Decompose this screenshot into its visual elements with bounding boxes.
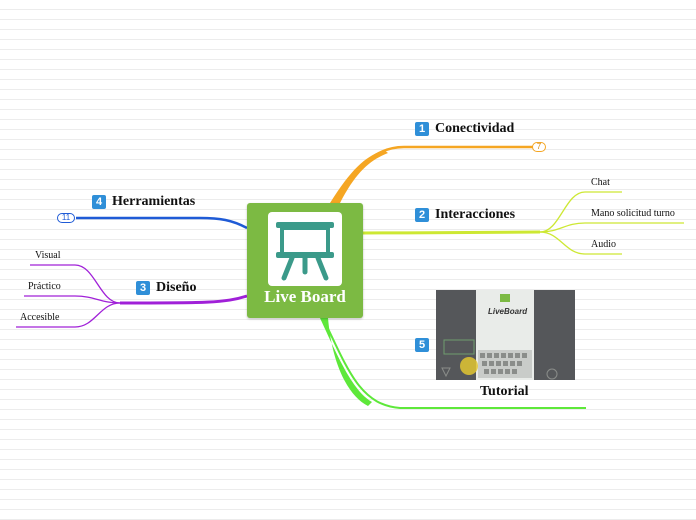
branch-interacciones[interactable]: 2 Interacciones [415, 207, 515, 223]
easel-board-icon [268, 212, 342, 286]
branch-label-tutorial[interactable]: Tutorial [480, 384, 529, 399]
connector-conectividad-tail [330, 150, 388, 203]
branch-number-3: 3 [136, 281, 150, 295]
collapsed-count-badge-herramientas[interactable]: 11 [57, 213, 75, 223]
tutorial-screenshot-image[interactable]: LiveBoard [436, 290, 575, 380]
topic-visual[interactable]: Visual [35, 250, 61, 261]
branch-herramientas[interactable]: 4 Herramientas [92, 194, 195, 210]
branch-conectividad[interactable]: 1 Conectividad [415, 121, 514, 137]
connector-tutorial-tail [320, 318, 372, 406]
connector-tutorial [322, 317, 586, 409]
connector-audio [539, 231, 622, 255]
branch-label-interacciones: Interacciones [435, 207, 516, 222]
branch-number-5: 5 [415, 338, 429, 352]
connector-interacciones [362, 230, 541, 235]
topic-practico[interactable]: Práctico [28, 281, 61, 292]
central-topic[interactable]: Live Board [247, 203, 363, 318]
connector-visual [30, 264, 121, 304]
connector-mano [539, 222, 684, 233]
topic-mano-solicitud-turno[interactable]: Mano solicitud turno [591, 208, 675, 219]
branch-number-1: 1 [415, 122, 429, 136]
connector-practico [24, 295, 121, 304]
connector-conectividad [332, 145, 534, 204]
tutorial-image-caption: LiveBoard [488, 307, 528, 316]
collapsed-count-badge-conectividad[interactable]: 7 [532, 142, 546, 152]
connector-herramientas [76, 216, 248, 230]
topic-chat[interactable]: Chat [591, 177, 610, 188]
connector-diseno [119, 294, 248, 305]
branch-diseno[interactable]: 3 Diseño [136, 280, 196, 296]
branch-number-2: 2 [415, 208, 429, 222]
branch-label-herramientas: Herramientas [112, 194, 196, 209]
branch-label-diseno: Diseño [156, 280, 197, 295]
topic-audio[interactable]: Audio [591, 239, 616, 250]
central-title: Live Board [264, 287, 346, 306]
connector-accesible [16, 302, 121, 328]
branch-label-conectividad: Conectividad [435, 121, 515, 136]
branch-number-4: 4 [92, 195, 106, 209]
topic-accesible[interactable]: Accesible [20, 312, 60, 323]
branch-tutorial-number: 5 [415, 338, 429, 352]
connector-chat [539, 191, 622, 233]
